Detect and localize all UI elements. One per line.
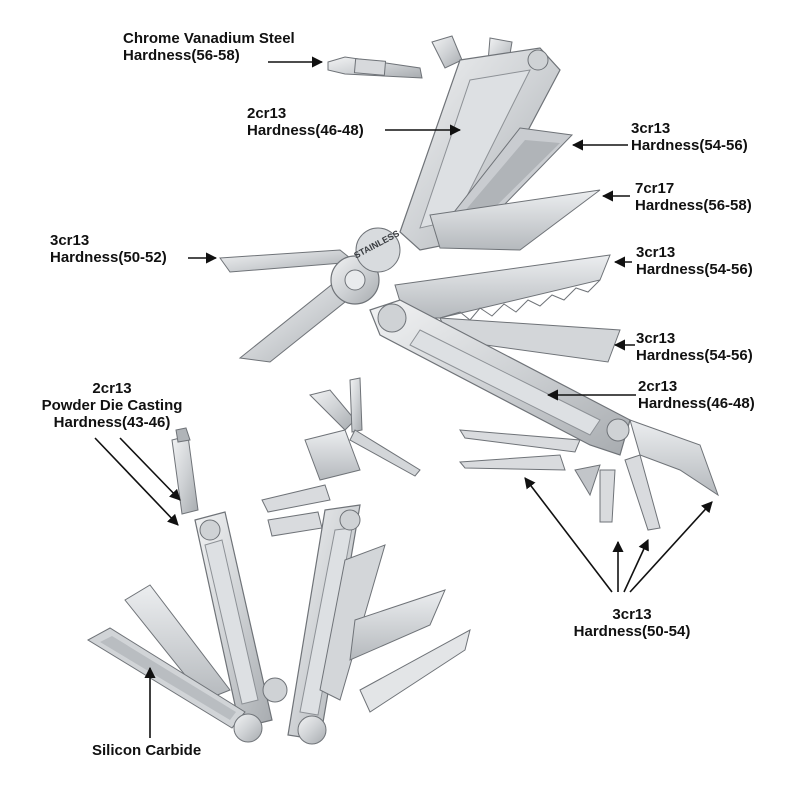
label-bits-line2: Hardness(56-58) — [123, 47, 240, 64]
label-bits: Chrome Vanadium Steel Hardness(56-58) — [123, 30, 295, 64]
label-saw2-line2: Hardness(54-56) — [636, 347, 753, 364]
label-handle-top-line1: 2cr13 — [247, 105, 287, 122]
label-handle-bottom: 2cr13 Hardness(46-48) — [638, 378, 755, 412]
label-knife-line1: 7cr17 — [635, 180, 675, 197]
arrow-icon — [94, 56, 713, 738]
label-driver-line3: Hardness(43-46) — [53, 414, 171, 431]
label-driver-line2: Powder Die Casting — [41, 397, 183, 414]
label-small-tools-line2: Hardness(50-54) — [573, 623, 691, 640]
label-file: 3cr13 Hardness(54-56) — [631, 120, 748, 154]
lower-multitool-image — [87, 377, 471, 745]
label-abrasive: Silicon Carbide — [92, 742, 201, 759]
label-pliers-line2: Hardness(50-52) — [50, 249, 167, 266]
label-file-line1: 3cr13 — [631, 120, 671, 137]
label-small-tools: 3cr13 Hardness(50-54) — [562, 606, 702, 640]
label-handle-top-line2: Hardness(46-48) — [247, 122, 364, 139]
upper-multitool-image — [219, 35, 719, 531]
label-saw2-line1: 3cr13 — [636, 330, 676, 347]
label-abrasive-line1: Silicon Carbide — [92, 742, 202, 759]
label-saw1-line1: 3cr13 — [636, 244, 676, 261]
label-pliers: 3cr13 Hardness(50-52) — [50, 232, 167, 266]
label-saw1: 3cr13 Hardness(54-56) — [636, 244, 753, 278]
label-driver-line1: 2cr13 — [92, 380, 132, 397]
label-handle-top: 2cr13 Hardness(46-48) — [247, 105, 364, 139]
label-bits-line1: Chrome Vanadium Steel — [123, 30, 295, 47]
label-knife-line2: Hardness(56-58) — [635, 197, 752, 214]
label-saw2: 3cr13 Hardness(54-56) — [636, 330, 753, 364]
label-file-line2: Hardness(54-56) — [631, 137, 748, 154]
label-small-tools-line1: 3cr13 — [612, 606, 652, 623]
label-saw1-line2: Hardness(54-56) — [636, 261, 753, 278]
label-handle-bottom-line1: 2cr13 — [638, 378, 678, 395]
label-driver: 2cr13 Powder Die Casting Hardness(43-46) — [22, 380, 202, 431]
label-knife: 7cr17 Hardness(56-58) — [635, 180, 752, 214]
label-pliers-line1: 3cr13 — [50, 232, 90, 249]
screwdriver-bit-icon — [327, 56, 423, 79]
label-handle-bottom-line2: Hardness(46-48) — [638, 395, 755, 412]
